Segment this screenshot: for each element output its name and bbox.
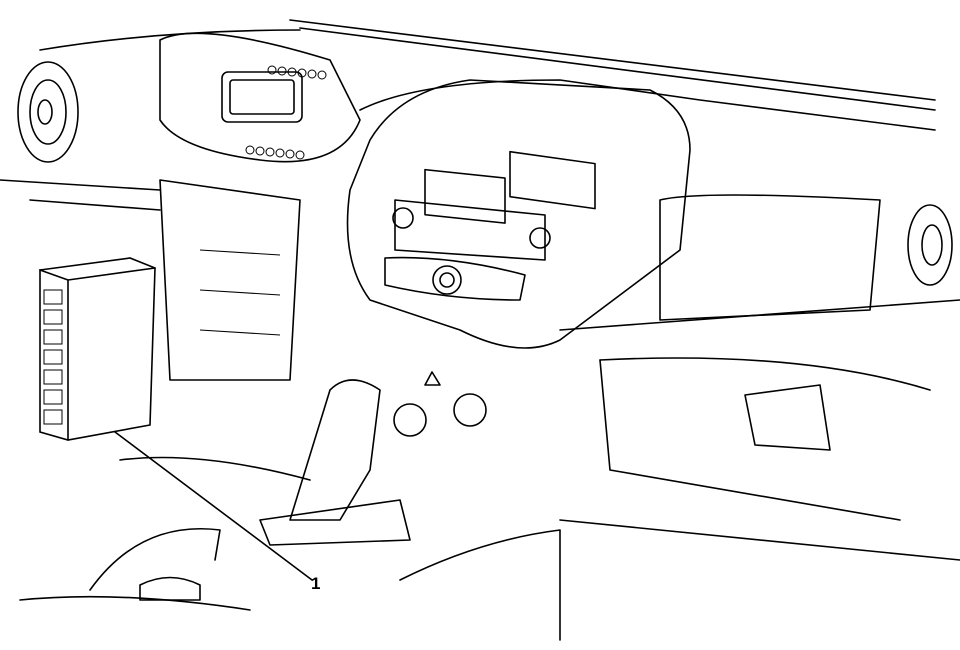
right-air-vent [907,204,953,286]
center-console [346,79,691,437]
gear-shifter [259,379,411,546]
body-control-module [39,257,156,441]
windshield-edge [39,19,936,111]
glovebox [659,194,881,451]
lower-trim [19,456,311,611]
mounting-bracket [159,179,301,381]
instrument-cluster [159,32,361,163]
left-air-vent [17,61,79,163]
callout-label-1: 1 [311,574,321,593]
callout-leader-line [114,431,313,581]
